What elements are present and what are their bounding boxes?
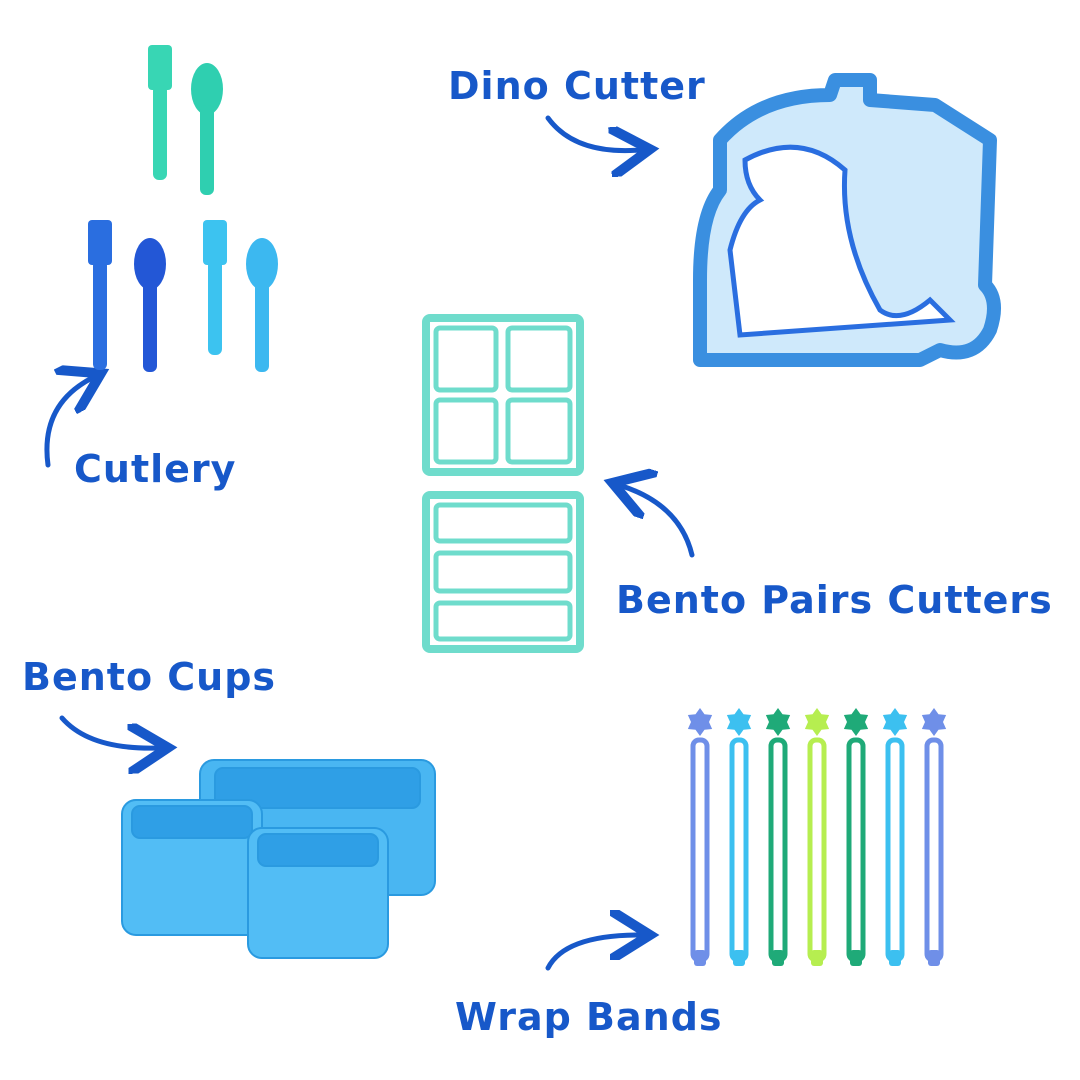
label-dino-cutter: Dino Cutter — [448, 64, 706, 108]
label-wrap-bands: Wrap Bands — [455, 995, 723, 1039]
wrap-band — [765, 708, 791, 966]
arrow-bento-cups — [59, 715, 158, 748]
arrow-bento-pairs — [622, 486, 695, 558]
label-bento-cups: Bento Cups — [22, 655, 277, 699]
spoon-icon — [134, 238, 166, 372]
label-bento-pairs-cutters: Bento Pairs Cutters — [616, 578, 1053, 622]
cutlery-image — [88, 45, 278, 372]
fork-icon — [203, 220, 227, 355]
bento-pairs-cutters-image — [422, 314, 584, 653]
fork-icon — [148, 45, 172, 180]
wrap-band — [726, 708, 752, 966]
wrap-band — [804, 708, 830, 966]
fork-icon — [88, 220, 112, 370]
bento-cups-image — [121, 759, 436, 959]
dino-cutter-image — [693, 73, 1001, 367]
wrap-bands-image — [687, 708, 947, 966]
wrap-band — [687, 708, 713, 966]
arrow-dino — [545, 115, 640, 151]
wrap-band — [921, 708, 947, 966]
arrow-cutlery — [44, 378, 92, 468]
arrow-wrap-bands — [545, 935, 640, 971]
spoon-icon — [246, 238, 278, 372]
wrap-band — [882, 708, 908, 966]
wrap-band — [843, 708, 869, 966]
label-cutlery: Cutlery — [74, 447, 237, 491]
spoon-icon — [191, 63, 223, 195]
